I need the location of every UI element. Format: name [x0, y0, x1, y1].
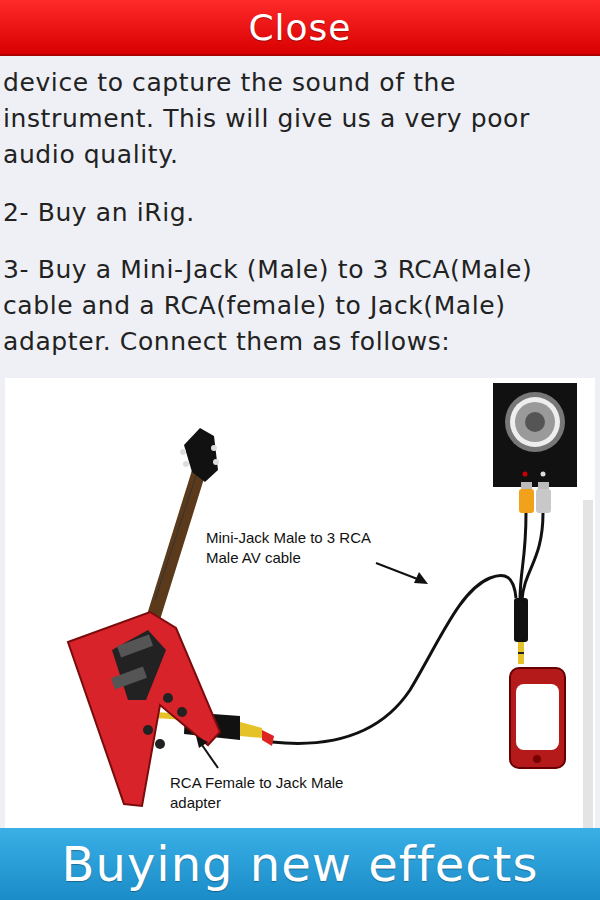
title-bar: Buying new effects — [0, 828, 600, 900]
callout-label: RCA Female to Jack Male adapter — [170, 773, 355, 813]
callout-label: Mini-Jack Male to 3 RCA Male AV cable — [206, 528, 381, 568]
bar-label: Buying new effects — [62, 836, 539, 892]
bar-label: Close — [248, 7, 351, 48]
paragraph: 2- Buy an iRig. — [3, 195, 597, 231]
paragraph: 3- Buy a Mini-Jack (Male) to 3 RCA(Male)… — [3, 252, 597, 360]
paragraph: device to capture the sound of the instr… — [3, 65, 597, 173]
close-bar: Close — [0, 0, 600, 56]
